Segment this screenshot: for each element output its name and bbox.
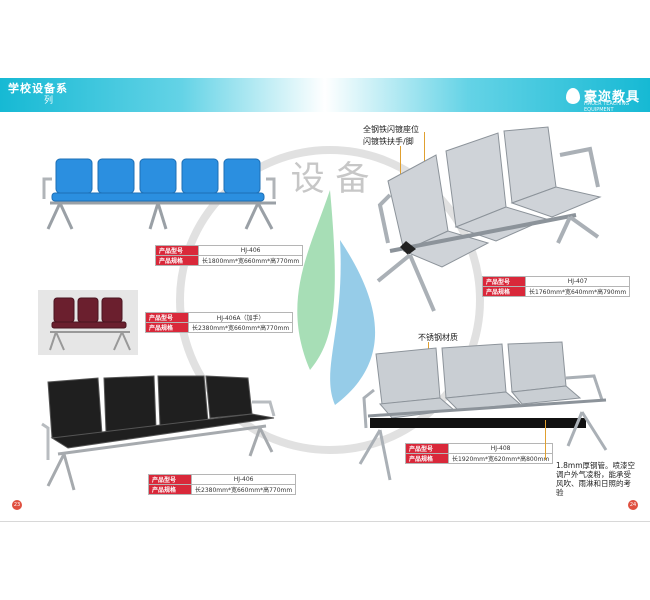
model-label: 产品型号 (482, 276, 526, 287)
header-band (0, 78, 650, 112)
water-drop-icon (566, 88, 580, 104)
spec-label: 产品规格 (155, 255, 199, 266)
model-label: 产品型号 (405, 443, 449, 454)
note-steel-seat: 全钢铁闪镀座位 (363, 125, 419, 134)
chair-black-4seat (41, 375, 276, 491)
model-value: HJ-406 (197, 245, 304, 256)
chair-maroon-3seat (49, 297, 131, 351)
model-value: HJ-407 (524, 276, 631, 287)
spec-value: 长2380mm*宽660mm*高770mm (190, 484, 297, 495)
page-number-left: 23 (12, 500, 22, 510)
spec-label: 产品规格 (145, 322, 189, 333)
model-value: HJ-408 (447, 443, 554, 454)
chair-blue-5seat (42, 158, 276, 230)
note-iron-arm: 闪镀铁扶手/脚 (363, 137, 414, 146)
model-value: HJ-406 (190, 474, 297, 485)
model-label: 产品型号 (148, 474, 192, 485)
spec-label: 产品规格 (405, 453, 449, 464)
brand-name: 豪迩教具 (584, 90, 641, 105)
series-logo: 学校设备系 列 (8, 82, 88, 110)
brand-subtitle: HAOER TEACHING EQUIPMENT (584, 101, 630, 113)
material-description: 1.8mm厚钢管。喷漆空调户外气凌粉，能承受风吹、雨淋和日照的考验 (556, 461, 636, 497)
spec-label: 产品规格 (482, 286, 526, 297)
note-stainless: 不锈钢材质 (418, 333, 458, 342)
callout-line-4 (545, 420, 546, 460)
brand-logo: 豪迩教具 HAOER TEACHING EQUIPMENT (566, 84, 646, 113)
model-label: 产品型号 (145, 312, 189, 323)
series-logo-line1: 学校设备系 (8, 82, 68, 95)
chair-stainless-3seat (358, 341, 608, 481)
model-value: HJ-406A（加手） (187, 312, 294, 323)
spec-value: 长1760mm*宽640mm*高790mm (524, 286, 631, 297)
chair-silver-3seat (376, 126, 602, 312)
page-number-right: 24 (628, 500, 638, 510)
spec-value: 长1920mm*宽620mm*高800mm (447, 453, 554, 464)
spec-label: 产品规格 (148, 484, 192, 495)
callout-line-2 (400, 146, 401, 196)
spec-value: 长2380mm*宽660mm*高770mm (187, 322, 294, 333)
spec-value: 长1800mm*宽660mm*高770mm (197, 255, 304, 266)
series-logo-line2: 列 (44, 96, 54, 106)
model-label: 产品型号 (155, 245, 199, 256)
